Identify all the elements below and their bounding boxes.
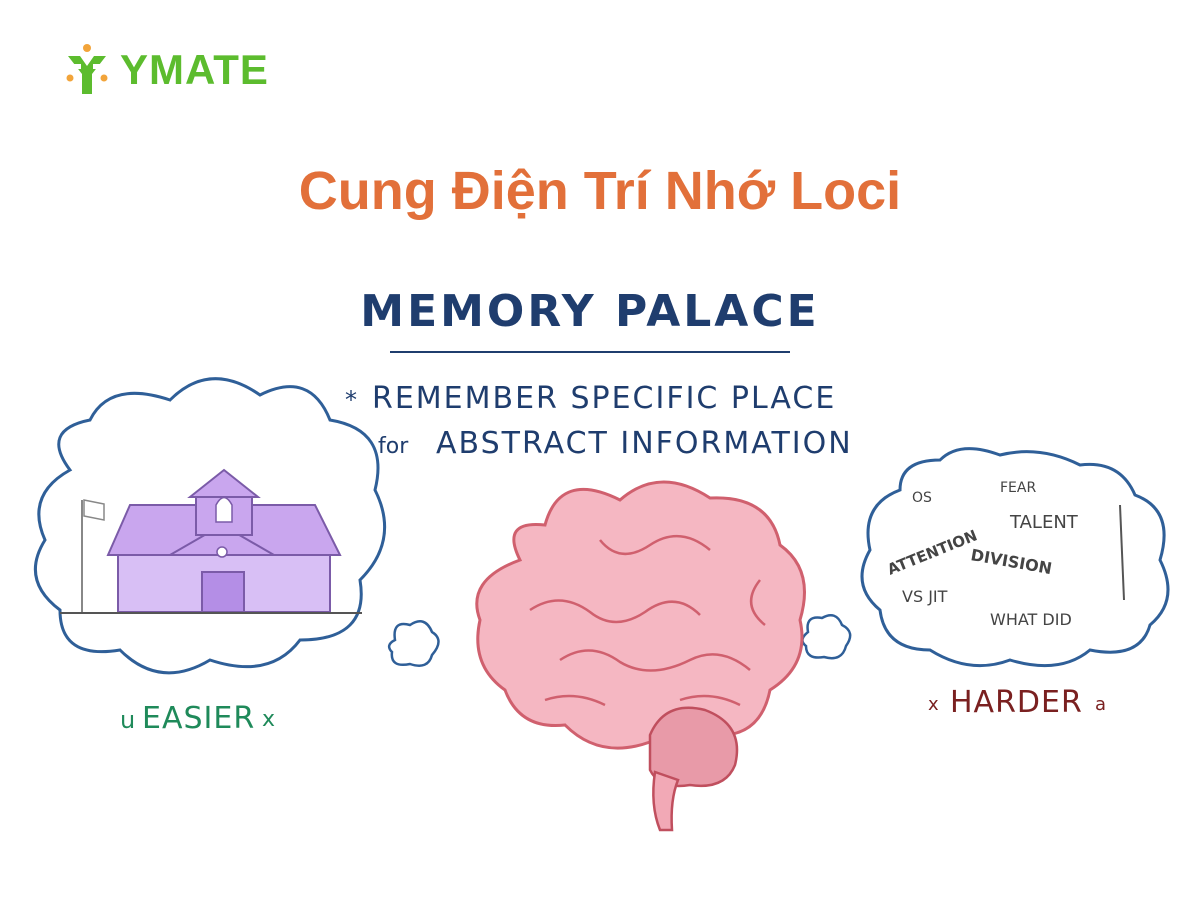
- brain-icon: [475, 480, 806, 832]
- scribble-7: WHAT DID: [990, 610, 1072, 629]
- ymate-logo-icon: [66, 44, 108, 94]
- page-title: Cung Điện Trí Nhớ Loci: [298, 161, 902, 221]
- scribble-1: OS: [912, 490, 932, 506]
- house-icon: [60, 468, 362, 614]
- scribble-3: TALENT: [1009, 512, 1079, 533]
- brand-name: YMATE: [120, 46, 269, 93]
- harder-right-mark: a: [1095, 694, 1106, 715]
- sketch-line-2-prefix: for: [378, 434, 409, 459]
- ymate-logo: YMATE: [62, 42, 269, 98]
- sketch-heading: MEMORY PALACE: [360, 286, 819, 337]
- sketch-line-2: ABSTRACT INFORMATION: [436, 426, 853, 461]
- easier-label: EASIER: [142, 701, 255, 736]
- scribble-2: FEAR: [1000, 480, 1036, 496]
- easier-left-mark: u: [120, 706, 135, 734]
- scribble-6: VS JIT: [902, 587, 948, 606]
- sketch-line-1: REMEMBER SPECIFIC PLACE: [372, 381, 836, 416]
- harder-label: HARDER: [950, 685, 1083, 720]
- harder-left-mark: x: [928, 694, 939, 715]
- bullet-mark: *: [345, 386, 357, 414]
- right-thought-cloud: [801, 447, 1170, 668]
- easier-right-mark: x: [262, 707, 275, 732]
